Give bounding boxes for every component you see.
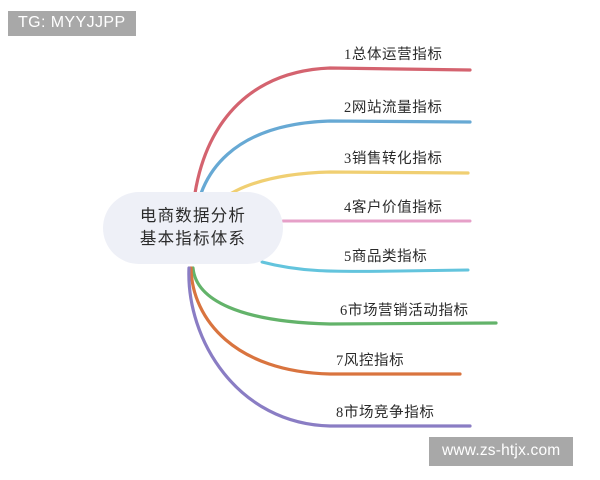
branch-label-5[interactable]: 5商品类指标 <box>344 249 428 265</box>
branch-label-8[interactable]: 8市场竞争指标 <box>336 405 435 421</box>
watermark-bottom: www.zs-htjx.com <box>429 437 574 466</box>
branch-curve-5 <box>260 260 470 273</box>
branch-label-6[interactable]: 6市场营销活动指标 <box>340 303 469 319</box>
watermark-top: TG: MYYJJPP <box>8 11 136 36</box>
branch-curve-6 <box>191 266 498 326</box>
branch-label-7[interactable]: 7风控指标 <box>336 353 405 369</box>
center-node-line-1: 电商数据分析 <box>139 206 247 226</box>
center-node-line-2: 基本指标体系 <box>139 229 247 248</box>
branch-curve-8 <box>187 266 472 428</box>
branch-curve-7 <box>189 266 462 376</box>
branch-label-2[interactable]: 2网站流量指标 <box>344 100 443 116</box>
branch-label-3[interactable]: 3销售转化指标 <box>344 151 443 167</box>
branch-label-4[interactable]: 4客户价值指标 <box>344 200 443 216</box>
center-node[interactable]: 电商数据分析 基本指标体系 <box>103 192 283 264</box>
branch-label-1[interactable]: 1总体运营指标 <box>344 47 443 63</box>
